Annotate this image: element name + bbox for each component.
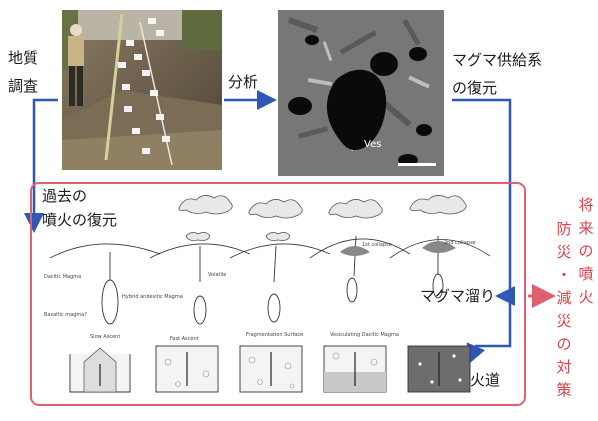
past-line2: 噴火の復元 [42, 211, 118, 229]
side-char: 噴 [578, 265, 594, 283]
side-char: 火 [578, 288, 594, 306]
supply-line2: の復元 [452, 79, 498, 97]
label-dacitic: Dacitic Magma [44, 274, 81, 280]
field-survey-line2: 調査 [8, 77, 39, 95]
magma-reservoir-label: マグマ溜り [420, 287, 496, 305]
label-fragmentation: Fragmentation Surface [246, 332, 303, 338]
arrow-supply-to-reservoir [452, 98, 515, 306]
side-char: 来 [578, 219, 594, 237]
field-survey-line1: 地質 [8, 49, 39, 67]
label-1st-collapse: 1st collapse [362, 242, 392, 248]
sem-label: Ves [364, 139, 381, 150]
past-eruption-label: 過去の 噴火の復元 [42, 186, 117, 230]
side-char: 策 [556, 381, 572, 399]
side-text-left-column: 防 災 ・ 減 災 の 対 策 [555, 218, 573, 402]
side-char: 災 [556, 312, 572, 330]
side-char: 将 [578, 196, 594, 214]
supply-system-label: マグマ供給系 の復元 [452, 50, 542, 98]
side-char: 減 [556, 289, 572, 307]
side-char: ・ [556, 266, 572, 284]
label-fast-ascent: Fast Ascent [170, 336, 199, 342]
side-text-right-column: 将 来 の 噴 火 [577, 194, 595, 309]
eruption-reconstruction-box [30, 182, 526, 406]
arrow-to-conduit [466, 296, 512, 365]
label-vesiculating: Vesiculating Dacitic Magma [330, 332, 399, 338]
supply-line1: マグマ供給系 [452, 51, 543, 69]
side-char: の [578, 242, 594, 260]
side-char: 災 [556, 243, 572, 261]
label-2nd-collapse: 2nd collapse [444, 240, 476, 246]
label-basaltic: Basaltic magma? [44, 312, 87, 318]
label-slow-ascent: Slow Ascent [90, 334, 120, 340]
eruption-sequence-diagram: Dacitic Magma Basaltic magma? Hybrid and… [44, 195, 491, 393]
past-line1: 過去の [42, 187, 88, 205]
label-hybrid: Hybrid andesitic Magma [122, 294, 183, 300]
side-char: 対 [556, 358, 572, 376]
conduit-label: 火道 [470, 371, 501, 389]
outcrop-photo [62, 10, 222, 170]
sem-image: Ves [278, 10, 444, 176]
side-char: 防 [556, 220, 572, 238]
field-survey-label: 地質 調査 [8, 48, 38, 96]
analysis-label: 分析 [228, 73, 259, 91]
side-char: の [556, 335, 572, 353]
label-volatile: Volatile [208, 272, 226, 278]
